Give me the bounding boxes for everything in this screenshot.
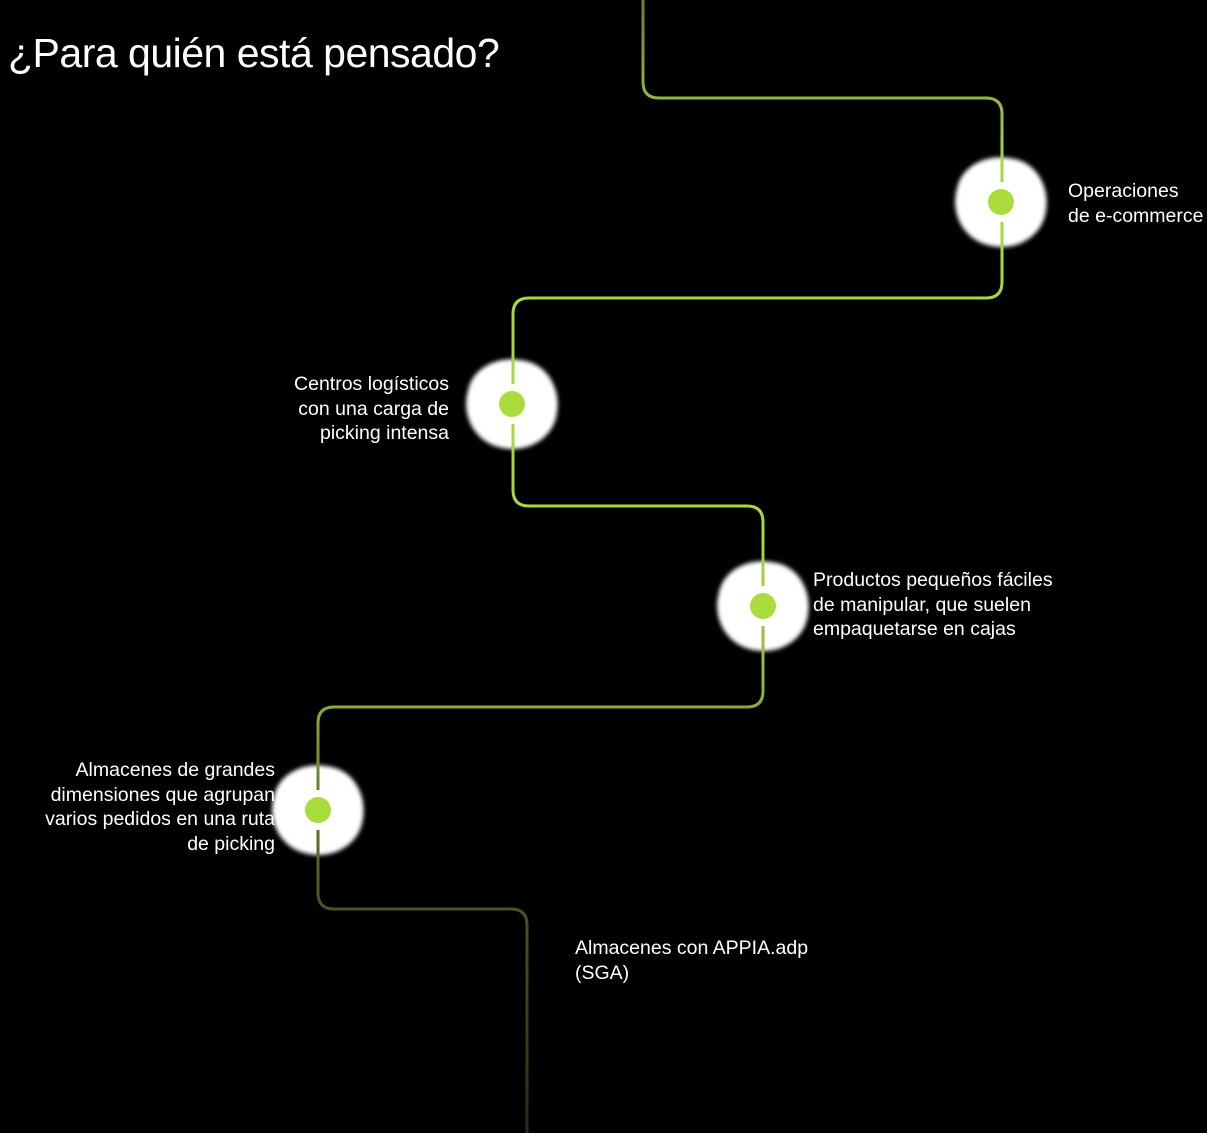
node-label-almacenes-appia: Almacenes con APPIA.adp (SGA) bbox=[575, 937, 809, 984]
node-marker-almacenes-grandes bbox=[298, 790, 338, 830]
node-dot-icon bbox=[988, 189, 1014, 215]
node-label-almacenes-grandes: Almacenes de grandes dimensiones que agr… bbox=[45, 759, 275, 855]
journey-path-line bbox=[316, 0, 1004, 1133]
page-title: ¿Para quién está pensado? bbox=[8, 30, 500, 77]
node-marker-ecommerce bbox=[981, 182, 1021, 222]
node-label-ecommerce: Operaciones de e-commerce bbox=[1068, 180, 1204, 227]
node-marker-centros bbox=[492, 384, 532, 424]
node-marker-productos bbox=[743, 586, 783, 626]
node-dot-icon bbox=[750, 593, 776, 619]
node-label-centros: Centros logísticos con una carga de pick… bbox=[294, 373, 449, 444]
node-dot-icon bbox=[499, 391, 525, 417]
node-dot-icon bbox=[305, 797, 331, 823]
node-label-productos: Productos pequeños fáciles de manipular,… bbox=[813, 569, 1053, 640]
